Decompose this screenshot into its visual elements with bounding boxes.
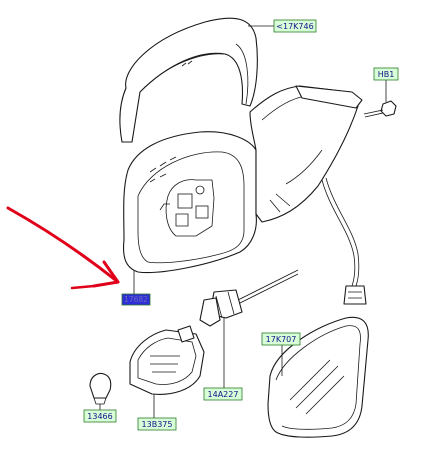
lamp xyxy=(129,325,205,395)
callout-heater-connector: 14A227 xyxy=(203,387,243,401)
leader-lines xyxy=(99,25,387,418)
callout-label: 13B375 xyxy=(142,420,173,429)
bulb xyxy=(89,372,112,405)
callout-label: 17682 xyxy=(124,295,148,304)
bolt xyxy=(363,100,397,118)
mirror-housing xyxy=(122,85,363,274)
heater-connector xyxy=(199,269,299,327)
mirror-glass xyxy=(267,316,369,438)
red-arrow xyxy=(6,206,120,290)
wiring-harness xyxy=(321,177,367,305)
callout-label: 13466 xyxy=(87,412,112,421)
mirror-cover xyxy=(119,17,258,143)
callout-label: 17K707 xyxy=(266,335,297,344)
callout-bulb: 13466 xyxy=(83,409,117,423)
callout-mirror-cover: <17K746 xyxy=(273,19,317,33)
callout-lamp: 13B375 xyxy=(137,417,177,431)
callout-label: <17K746 xyxy=(276,22,313,31)
callout-label: HB1 xyxy=(378,70,395,79)
callout-label: 14A227 xyxy=(208,390,239,399)
callout-bolt: HB1 xyxy=(373,67,399,81)
callout-mirror-housing: 17682 xyxy=(121,293,151,306)
callout-glass: 17K707 xyxy=(261,332,301,346)
